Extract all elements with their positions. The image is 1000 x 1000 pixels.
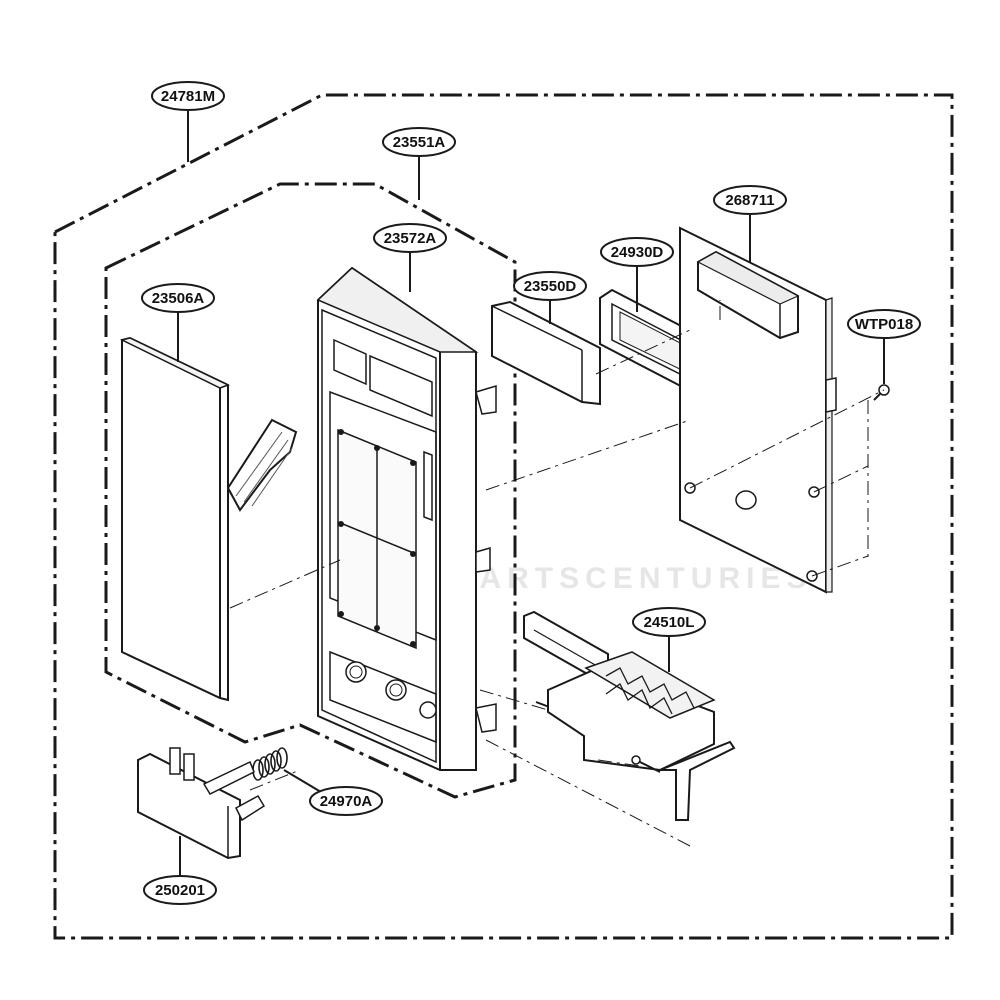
part-number-23550D: 23550D — [524, 278, 577, 295]
control-pcb-part — [679, 226, 837, 594]
part-number-24970A: 24970A — [320, 793, 373, 810]
label-24970A: 24970A — [309, 786, 383, 816]
part-number-23506A: 23506A — [152, 290, 205, 307]
part-number-23551A: 23551A — [393, 134, 446, 151]
label-WTP018: WTP018 — [847, 309, 921, 339]
label-250201: 250201 — [143, 875, 217, 905]
door-button-part — [137, 747, 266, 860]
part-number-250201: 250201 — [155, 882, 205, 899]
latch-lever-part — [523, 610, 736, 821]
alignment-lines — [229, 300, 885, 847]
assembly-boundary-inner — [104, 182, 517, 799]
control-panel-frame-part — [316, 266, 497, 771]
assembly-boundary-outer — [53, 93, 954, 940]
label-23550D: 23550D — [513, 271, 587, 301]
label-24930D: 24930D — [600, 237, 674, 267]
part-number-24510L: 24510L — [644, 614, 695, 631]
label-23506A: 23506A — [141, 283, 215, 313]
window-sheet-part — [491, 300, 601, 406]
part-number-268711: 268711 — [725, 192, 774, 209]
part-number-23572A: 23572A — [384, 230, 437, 247]
part-number-24930D: 24930D — [611, 244, 664, 261]
screw-part — [873, 384, 890, 401]
label-24510L: 24510L — [632, 607, 706, 637]
part-number-WTP018: WTP018 — [855, 316, 913, 333]
membrane-switch-part — [119, 336, 298, 702]
spring-part — [252, 747, 288, 781]
label-24781M: 24781M — [151, 81, 225, 111]
label-23572A: 23572A — [373, 223, 447, 253]
label-23551A: 23551A — [382, 127, 456, 157]
part-number-24781M: 24781M — [161, 88, 215, 105]
label-268711: 268711 — [713, 185, 787, 215]
